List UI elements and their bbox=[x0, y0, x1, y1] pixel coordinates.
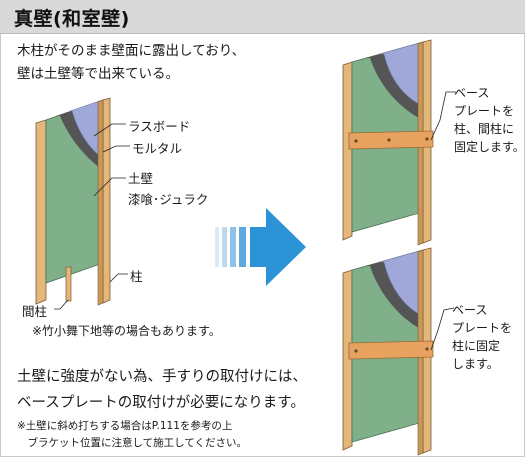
screw bbox=[425, 347, 429, 351]
screw bbox=[354, 349, 358, 353]
title-bar: 真壁(和室壁) bbox=[0, 0, 525, 34]
screw bbox=[354, 139, 358, 143]
leader-mortar bbox=[102, 145, 130, 153]
top-left-post bbox=[342, 61, 353, 241]
arrow-stripe-4 bbox=[239, 227, 246, 267]
callout-bottom: ベース プレートを 柱に固定 します。 bbox=[452, 303, 513, 371]
transition-arrow bbox=[215, 208, 306, 286]
label-lath-board: ラスボード bbox=[128, 119, 191, 134]
leader-lath bbox=[93, 123, 126, 137]
note-bamboo-lath: ※竹小舞下地等の場合もあります。 bbox=[32, 324, 221, 338]
label-mortar: モルタル bbox=[132, 141, 183, 156]
leader-pillar bbox=[109, 273, 128, 283]
right-pillar-side bbox=[97, 99, 104, 306]
label-earthen-wall: 土壁 漆喰･ジュラク bbox=[128, 171, 209, 207]
right-pillar bbox=[102, 97, 111, 304]
left-wall-illustration bbox=[35, 97, 130, 310]
requirement-text: 土壁に強度がない為、手すりの取付けには、 ベースプレートの取付けが必要になります… bbox=[17, 369, 307, 411]
bottom-base-plate bbox=[348, 340, 434, 360]
bottom-left-post bbox=[342, 269, 353, 451]
leader-earthen-wall bbox=[93, 177, 126, 197]
screw bbox=[425, 137, 429, 141]
arrow-head bbox=[250, 208, 306, 286]
leader-bottom-callout bbox=[430, 307, 455, 351]
intro-text: 木柱がそのまま壁面に露出しており、 壁は土壁等で出来ている。 bbox=[17, 43, 246, 82]
top-base-plate bbox=[348, 130, 434, 150]
label-pillar: 柱 bbox=[130, 269, 143, 284]
leader-top-callout bbox=[430, 91, 456, 141]
arrow-stripe-3 bbox=[230, 227, 236, 267]
page-title: 真壁(和室壁) bbox=[14, 8, 130, 30]
right-bottom-wall-illustration bbox=[342, 247, 455, 456]
left-post bbox=[35, 119, 47, 305]
stud-post bbox=[65, 266, 72, 302]
leader-stud bbox=[54, 299, 69, 310]
right-top-wall-illustration bbox=[342, 39, 456, 246]
arrow-stripe-2 bbox=[222, 227, 227, 267]
callout-top: ベース プレートを 柱、間柱に 固定します。 bbox=[454, 86, 525, 154]
note-diagonal-fixing: ※土壁に斜め打ちする場合はP.111を参考の上 ブラケット位置に注意して施工して… bbox=[17, 420, 248, 449]
label-stud: 間柱 bbox=[22, 304, 48, 319]
arrow-stripe-1 bbox=[215, 227, 219, 267]
screw bbox=[387, 138, 391, 142]
